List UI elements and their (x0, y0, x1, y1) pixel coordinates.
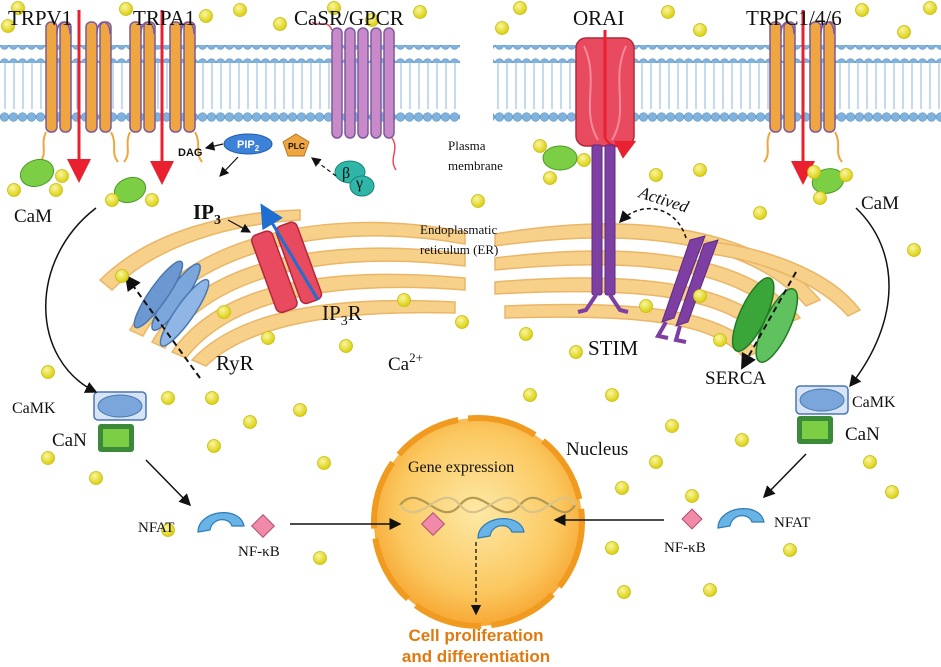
dag-label: DAG (178, 147, 202, 159)
nucleus-label: Nucleus (566, 439, 628, 460)
beta-gamma-subunit (334, 160, 375, 197)
gamma-label: γ (355, 175, 363, 192)
er-label-line2: reticulum (ER) (420, 242, 498, 257)
trpc-channel (763, 10, 843, 185)
plasma-membrane-label-line2: membrane (448, 158, 503, 173)
ip3-to-ip3r-arrow (227, 219, 252, 233)
cam-label-right: CaM (861, 193, 899, 214)
output-label-line1: Cell proliferation (408, 626, 543, 645)
trpv1-label: TRPV1 (8, 6, 72, 30)
nfkb-shape-nucleus (420, 511, 446, 537)
right-can-to-nfat-arrow (762, 453, 807, 499)
pip2-to-ip3-arrow (219, 156, 239, 177)
activation-arrow (618, 208, 687, 239)
er-label-line1: Endoplasmatic (420, 222, 497, 237)
can-label-left: CaN (52, 430, 87, 451)
can-label-right: CaN (845, 424, 880, 445)
ip3r-channel (250, 221, 323, 314)
ip3-label: IP3 (193, 200, 221, 228)
calcium-ions (1, 1, 937, 599)
nfat-label-left: NFAT (138, 520, 174, 536)
cam-protein-left (19, 158, 147, 204)
trpa1-channel (123, 10, 203, 185)
beta-label: β (342, 165, 350, 182)
serca-label: SERCA (705, 368, 767, 389)
plasma-membrane-right (493, 45, 941, 127)
left-cam-to-camk-arrow (45, 207, 98, 393)
trpv1-channel (39, 10, 119, 183)
ryr-label: RyR (216, 351, 254, 375)
pip2-to-dag-arrow (204, 141, 224, 151)
trpa1-label: TRPA1 (133, 6, 195, 30)
orai-channel (575, 30, 637, 159)
cam-protein-orai (542, 145, 578, 171)
serca-pump (731, 277, 799, 363)
nfat-shape-right (717, 508, 765, 529)
casr-gpcr-receptor (311, 21, 397, 171)
pip2-molecule (223, 133, 273, 155)
nfkb-label-right: NF-κB (664, 540, 706, 556)
calcium-label: Ca2+ (388, 350, 423, 375)
gpcr-to-plc-arrow (311, 157, 337, 177)
casr-gpcr-label: CaSR/GPCR (294, 6, 404, 30)
ip3r-label: IP3R (322, 301, 362, 329)
nfkb-shape-right (681, 508, 703, 530)
ryr-flux-arrow (124, 274, 201, 379)
nfkb-shape-left (250, 513, 276, 539)
nfat-label-right: NFAT (774, 515, 810, 531)
stim-label: STIM (588, 336, 639, 360)
right-cam-to-camk-arrow (849, 207, 890, 388)
gene-expression-label: Gene expression (408, 459, 514, 476)
output-label-line2: and differentiation (402, 647, 550, 666)
orai-label: ORAI (573, 6, 624, 30)
trpc-label: TRPC1/4/6 (746, 6, 842, 30)
camk-label-left: CaMK (12, 400, 56, 417)
nfat-shape-nucleus (477, 518, 525, 539)
nucleus (371, 415, 585, 629)
ip3r-flux-arrow (260, 203, 320, 301)
serca-flux-arrow (741, 271, 797, 370)
plasma-membrane-label-line1: Plasma (448, 138, 486, 153)
pip2-label: PIP2 (237, 139, 260, 153)
plc-label: PLC (288, 141, 305, 151)
camk-label-right: CaMK (852, 394, 896, 411)
dna-helix (399, 496, 576, 514)
stim-protein (577, 144, 719, 344)
plc-enzyme (282, 133, 310, 157)
left-can-to-nfat-arrow (145, 459, 192, 507)
nfkb-label-left: NF-κB (238, 544, 280, 560)
nfat-shape-left (197, 512, 245, 533)
ryr-channel (133, 260, 210, 347)
cam-label-left: CaM (14, 206, 52, 227)
